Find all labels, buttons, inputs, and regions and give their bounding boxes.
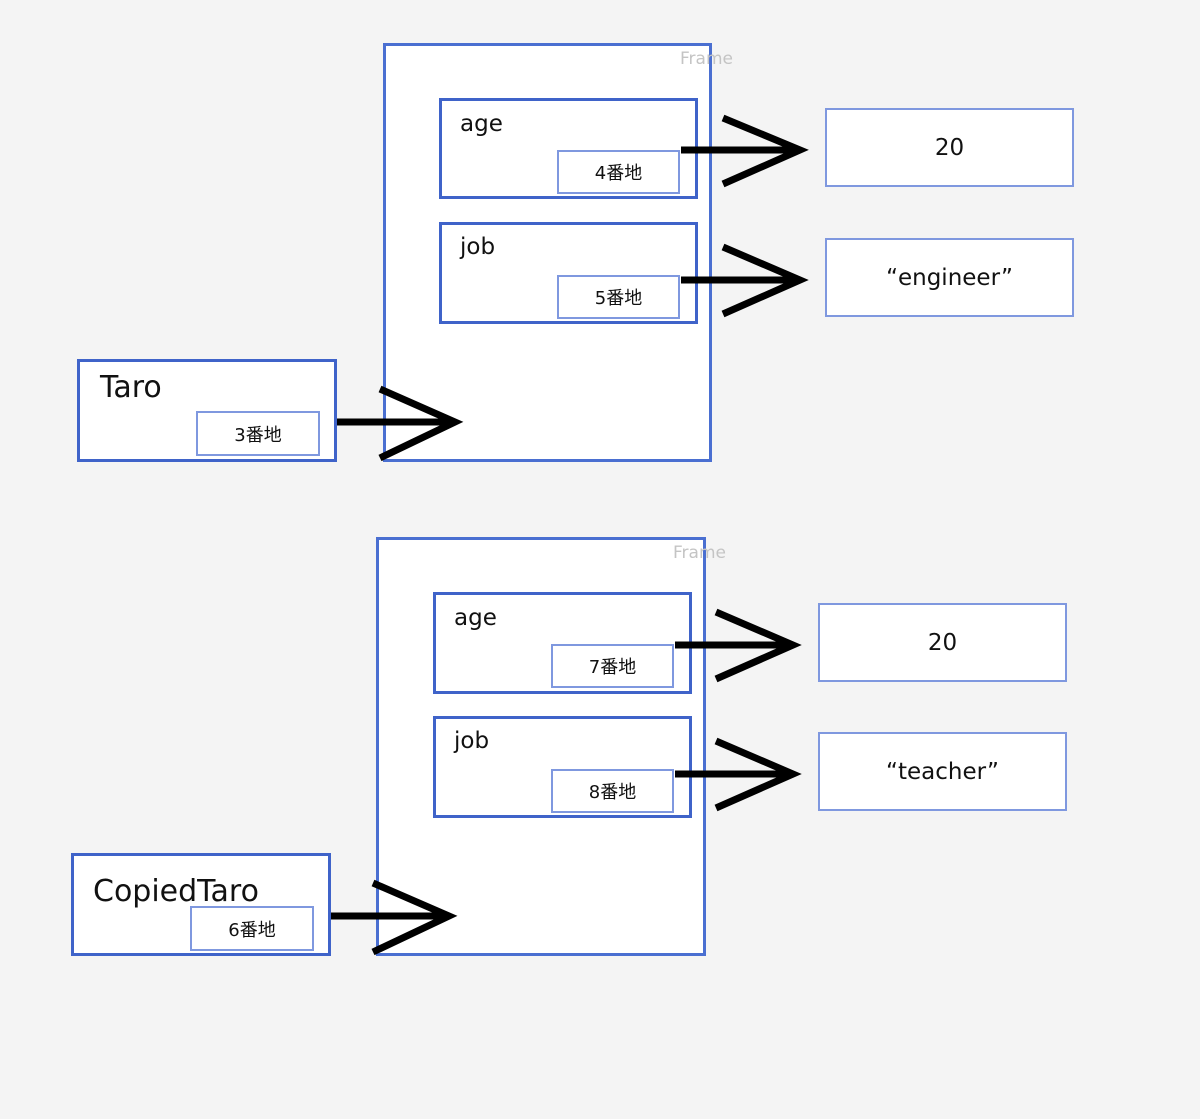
field-job-label-1: job bbox=[460, 234, 496, 260]
frame-2-label: Frame bbox=[673, 543, 726, 563]
object-address-copiedtaro: 6番地 bbox=[190, 906, 314, 951]
field-job-address-1: 5番地 bbox=[557, 275, 680, 319]
object-box-copiedtaro: CopiedTaro 6番地 bbox=[71, 853, 331, 956]
field-age-label-1: age bbox=[460, 111, 503, 137]
field-age-address-1: 4番地 bbox=[557, 150, 680, 194]
field-job-box-2: job 8番地 bbox=[433, 716, 692, 818]
object-name-taro: Taro bbox=[100, 370, 162, 405]
object-name-copiedtaro: CopiedTaro bbox=[93, 874, 259, 909]
field-age-address-2: 7番地 bbox=[551, 644, 674, 688]
frame-1-label: Frame bbox=[680, 49, 733, 69]
field-job-box-1: job 5番地 bbox=[439, 222, 698, 324]
field-age-box-1: age 4番地 bbox=[439, 98, 698, 199]
field-age-box-2: age 7番地 bbox=[433, 592, 692, 694]
object-address-taro: 3番地 bbox=[196, 411, 320, 456]
field-age-label-2: age bbox=[454, 605, 497, 631]
field-job-address-2: 8番地 bbox=[551, 769, 674, 813]
value-box-job-1: “engineer” bbox=[825, 238, 1074, 317]
object-box-taro: Taro 3番地 bbox=[77, 359, 337, 462]
value-box-job-2: “teacher” bbox=[818, 732, 1067, 811]
value-box-age-2: 20 bbox=[818, 603, 1067, 682]
value-box-age-1: 20 bbox=[825, 108, 1074, 187]
field-job-label-2: job bbox=[454, 728, 490, 754]
